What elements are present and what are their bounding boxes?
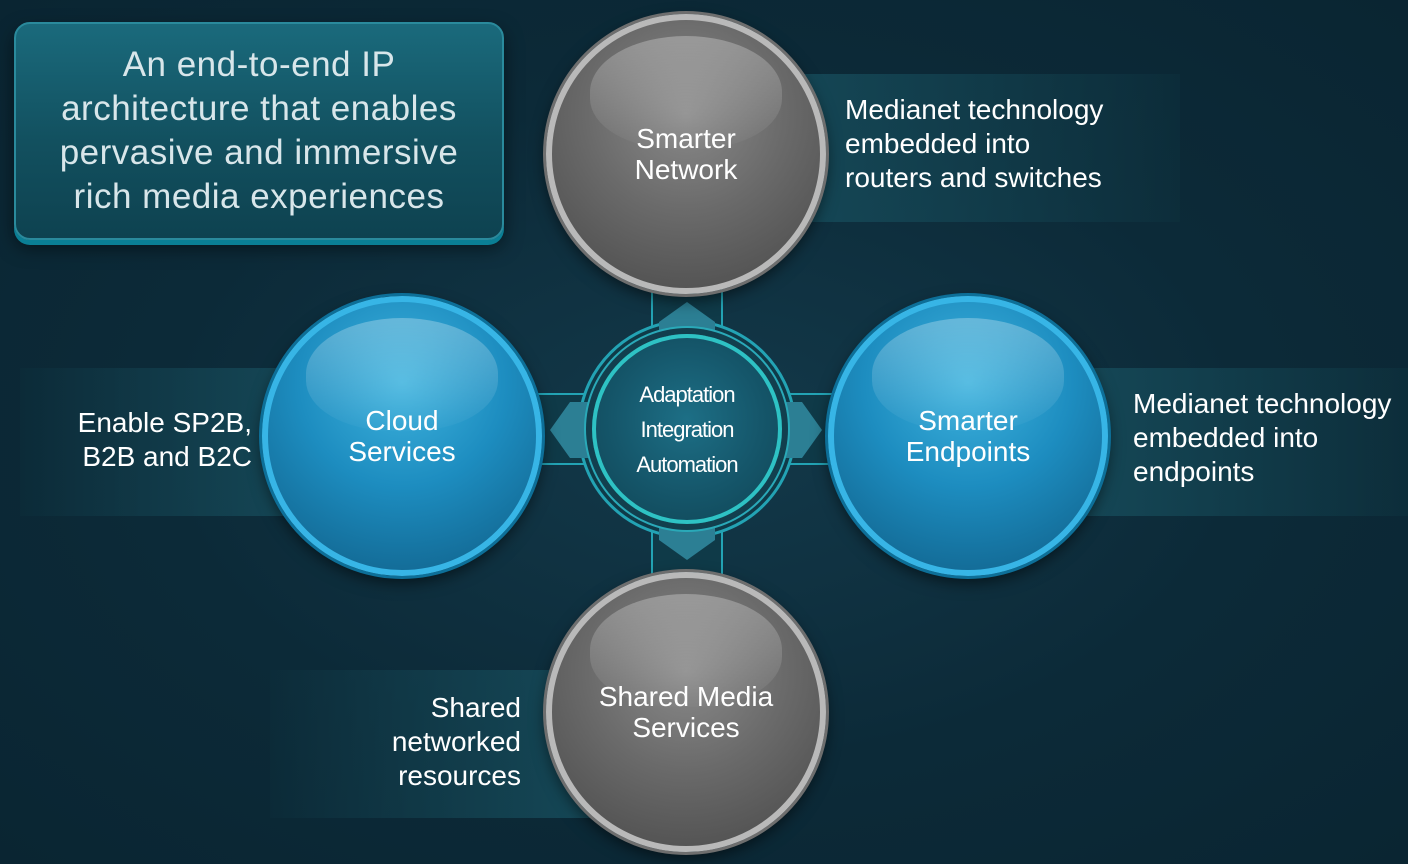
description-panel-shared-media (270, 670, 590, 818)
smarter-endpoints-label: Smarter Endpoints (905, 405, 1031, 467)
gloss-highlight (871, 318, 1065, 431)
arrow-down-icon (659, 540, 715, 560)
arrow-up-stem (659, 322, 715, 336)
arrow-right-stem (784, 402, 802, 458)
smarter-network-circle: Smarter Network (546, 14, 826, 294)
arrow-down-stem (659, 524, 715, 540)
arrow-left-stem (570, 402, 590, 458)
cloud-description: Enable SP2B, B2B and B2C (77, 407, 252, 472)
core-line-automation: Automation (636, 451, 738, 477)
shared-media-description: Shared networked resources (391, 692, 521, 791)
smarter-endpoints-circle: Smarter Endpoints (828, 296, 1108, 576)
core-hub-circle: Adaptation Integration Automation (592, 334, 782, 524)
shared-media-services-label: Shared Media Services (598, 681, 774, 743)
description-panel-network (780, 74, 1180, 222)
arrow-right-icon (802, 402, 822, 458)
cloud-services-circle: Cloud Services (262, 296, 542, 576)
description-panel-cloud (20, 368, 310, 516)
core-line-adaptation: Adaptation (639, 381, 735, 407)
gloss-highlight (589, 36, 783, 149)
network-description: Medianet technology embedded into router… (845, 94, 1104, 193)
endpoints-description: Medianet technology embedded into endpoi… (1133, 388, 1392, 487)
arrow-up-icon (659, 302, 715, 322)
intro-box: An end-to-end IP architecture that enabl… (14, 22, 504, 240)
shared-media-services-circle: Shared Media Services (546, 572, 826, 852)
gloss-highlight (589, 594, 783, 707)
arrow-left-icon (550, 402, 570, 458)
cloud-services-label: Cloud Services (348, 405, 456, 467)
gloss-highlight (305, 318, 499, 431)
core-line-integration: Integration (640, 416, 735, 442)
description-panel-endpoints (1070, 368, 1408, 516)
smarter-network-label: Smarter Network (634, 123, 738, 185)
intro-text: An end-to-end IP architecture that enabl… (59, 45, 459, 216)
